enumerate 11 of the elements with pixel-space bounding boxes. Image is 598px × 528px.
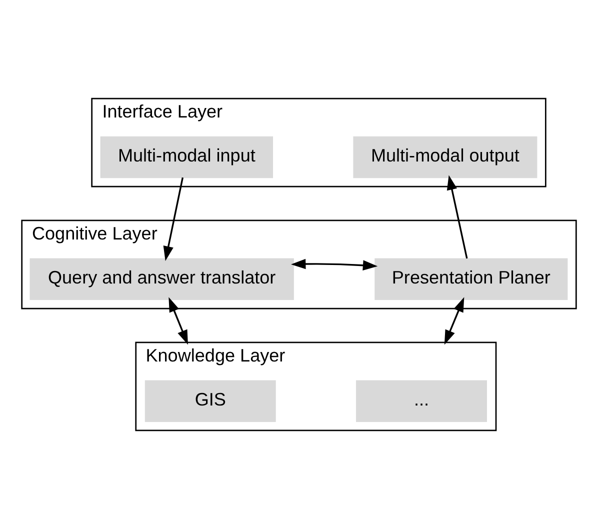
node-box: Presentation Planer [374,258,568,300]
node-box: Query and answer translator [30,258,294,300]
node-box: GIS [144,380,276,422]
arrow [446,174,468,258]
node-box: ... [356,380,487,422]
arrow [168,296,188,344]
node-box: Multi-modal output [353,136,538,178]
arrow [163,176,184,260]
node-box: Multi-modal input [100,136,274,178]
arrow [290,258,378,270]
arrow [444,296,464,344]
